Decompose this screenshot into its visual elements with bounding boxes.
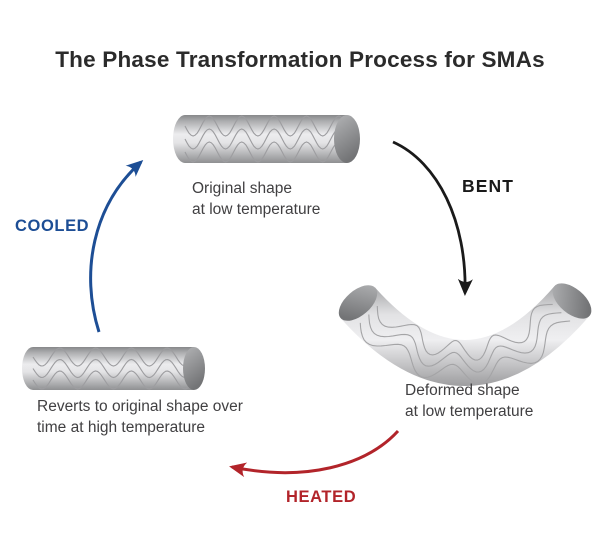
label-line: at low temperature [192, 200, 321, 218]
original-shape-rod [173, 115, 360, 163]
rod-body [33, 347, 194, 390]
label-line: Deformed shape [405, 382, 520, 399]
rod-end-cap [183, 347, 205, 390]
tube-end-cap-left [338, 285, 378, 321]
wave-pattern-line [32, 370, 195, 390]
bent-label: BENT [462, 176, 515, 196]
deformed-shape-label: Deformed shape at low temperature [405, 381, 533, 422]
wave-pattern-line [184, 128, 348, 150]
reverted-shape-rod [22, 347, 205, 390]
wave-pattern [184, 115, 348, 163]
wave-pattern-line [368, 312, 562, 373]
deformed-shape-tube [338, 283, 592, 386]
tube-body [340, 285, 590, 386]
label-line: at low temperature [405, 402, 534, 420]
wave-pattern-line [32, 347, 195, 367]
bent-arrow [392, 140, 473, 296]
wave-pattern-line [184, 141, 348, 163]
wave-pattern [359, 303, 571, 385]
rod-end-cap [334, 115, 360, 163]
label-line: Reverts to original shape over [37, 398, 243, 415]
label-line: time at high temperature [37, 418, 206, 436]
diagram-title: The Phase Transformation Process for SMA… [55, 47, 545, 72]
wave-pattern-line [184, 115, 348, 137]
label-line: Original shape [192, 180, 292, 197]
wave-pattern-line [32, 358, 195, 379]
tube-end-cap-right [552, 283, 592, 319]
wave-pattern-line [376, 303, 553, 361]
original-shape-label: Original shape at low temperature [192, 179, 320, 220]
cooled-label: COOLED [15, 217, 90, 235]
wave-pattern-line [359, 320, 571, 385]
heated-arrow [229, 429, 400, 478]
reverted-shape-label: Reverts to original shape over time at h… [37, 397, 243, 438]
heated-label: HEATED [286, 488, 357, 506]
wave-pattern [32, 347, 195, 390]
cooled-arrow [89, 159, 144, 333]
